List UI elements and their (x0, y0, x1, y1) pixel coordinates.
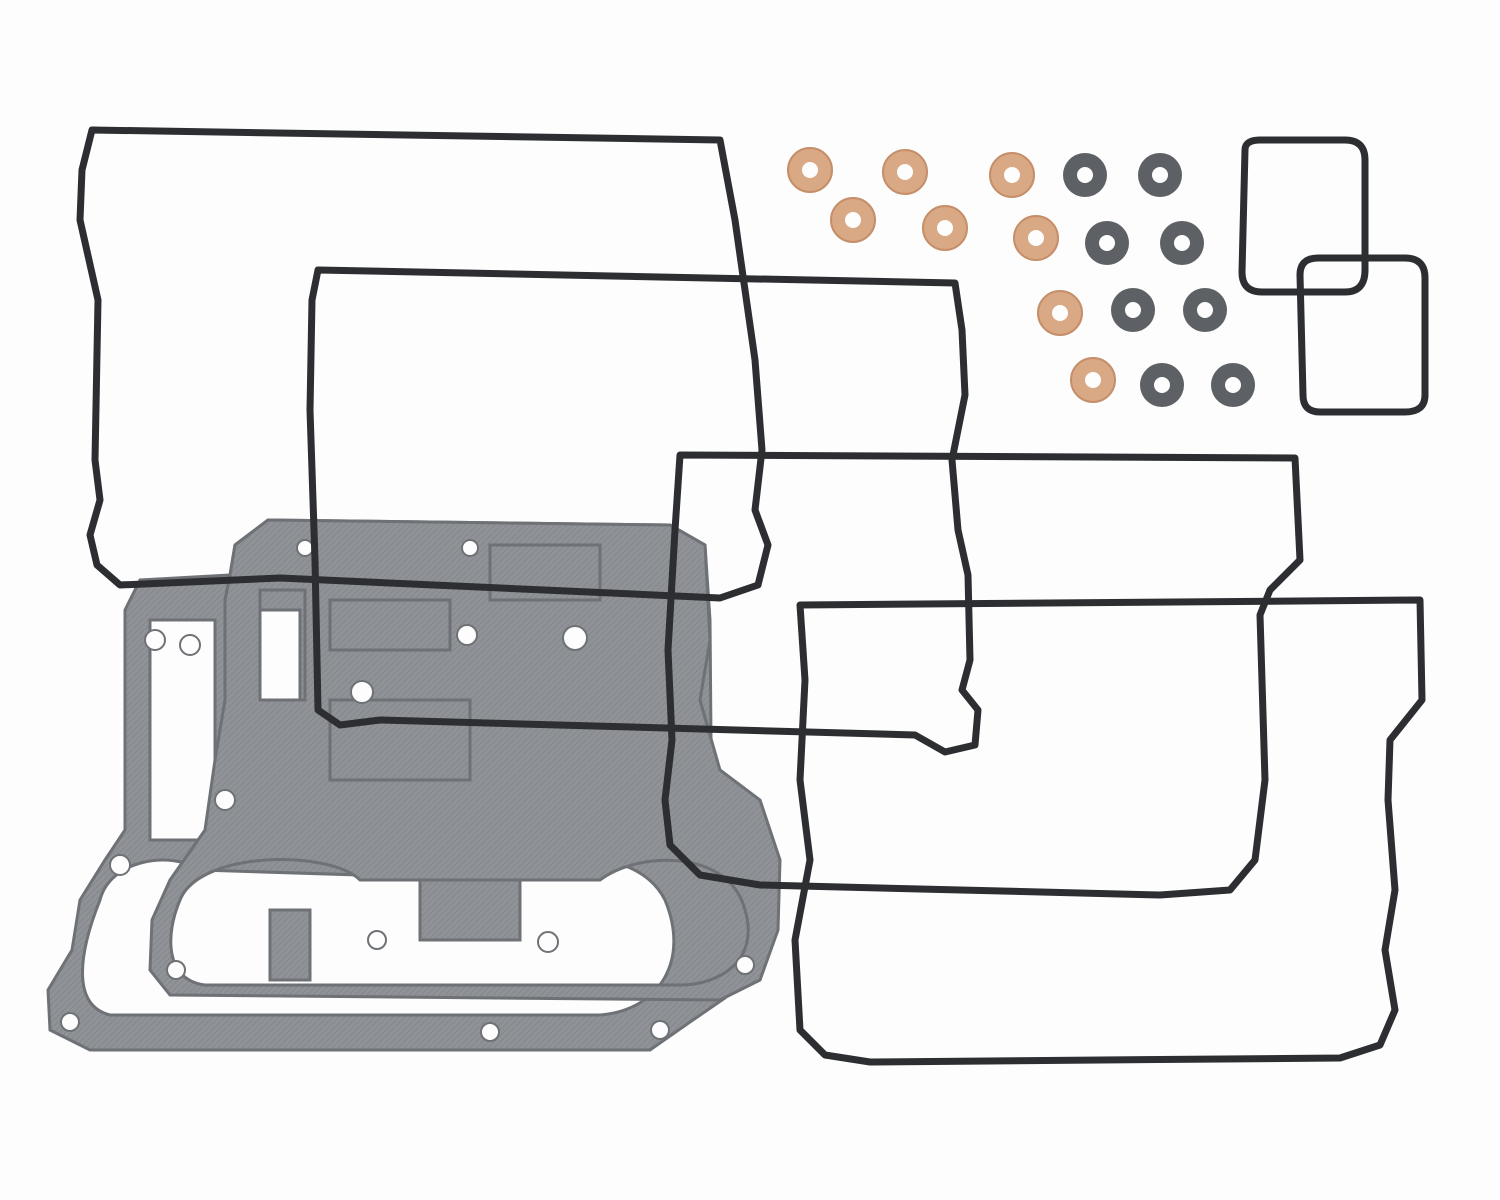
bolt-hole (296, 539, 314, 557)
bolt-hole (456, 624, 478, 646)
oring-top-left (76, 126, 772, 602)
rubber-washer (1111, 288, 1155, 332)
copper-washer (1070, 357, 1116, 403)
copper-washer (787, 147, 833, 193)
copper-washers (787, 147, 1116, 403)
rubber-washer (1140, 363, 1184, 407)
oring-small-square-upper (1238, 136, 1369, 296)
copper-washer (1037, 290, 1083, 336)
copper-washer (830, 197, 876, 243)
bolt-hole (480, 1022, 500, 1042)
bolt-hole (350, 680, 374, 704)
bolt-hole (109, 854, 131, 876)
oring-small-square-lower (1296, 254, 1429, 416)
bolt-hole (562, 625, 588, 651)
bolt-hole (461, 539, 479, 557)
bolt-hole (166, 960, 186, 980)
bolt-hole (179, 634, 201, 656)
oring-bottom-right (791, 596, 1426, 1066)
rubber-washers (1063, 153, 1255, 407)
rubber-washer (1138, 153, 1182, 197)
copper-washer (882, 149, 928, 195)
bolt-hole (537, 931, 559, 953)
oring-center-right (661, 451, 1304, 899)
rubber-washer (1063, 153, 1107, 197)
rubber-washer (1160, 221, 1204, 265)
bolt-hole (367, 930, 387, 950)
bolt-hole (650, 1020, 670, 1040)
bolt-hole (60, 1012, 80, 1032)
copper-washer (922, 205, 968, 251)
rubber-washer (1211, 363, 1255, 407)
bolt-hole (735, 955, 755, 975)
rocker-gasket-front-body (148, 518, 782, 1002)
rubber-washer (1085, 221, 1129, 265)
bolt-hole (144, 629, 166, 651)
copper-washer (989, 152, 1035, 198)
oring-center-top (306, 266, 982, 756)
rubber-washer (1183, 288, 1227, 332)
bolt-hole (214, 789, 236, 811)
rocker-box-gasket-front (148, 518, 782, 1042)
copper-washer (1013, 215, 1059, 261)
